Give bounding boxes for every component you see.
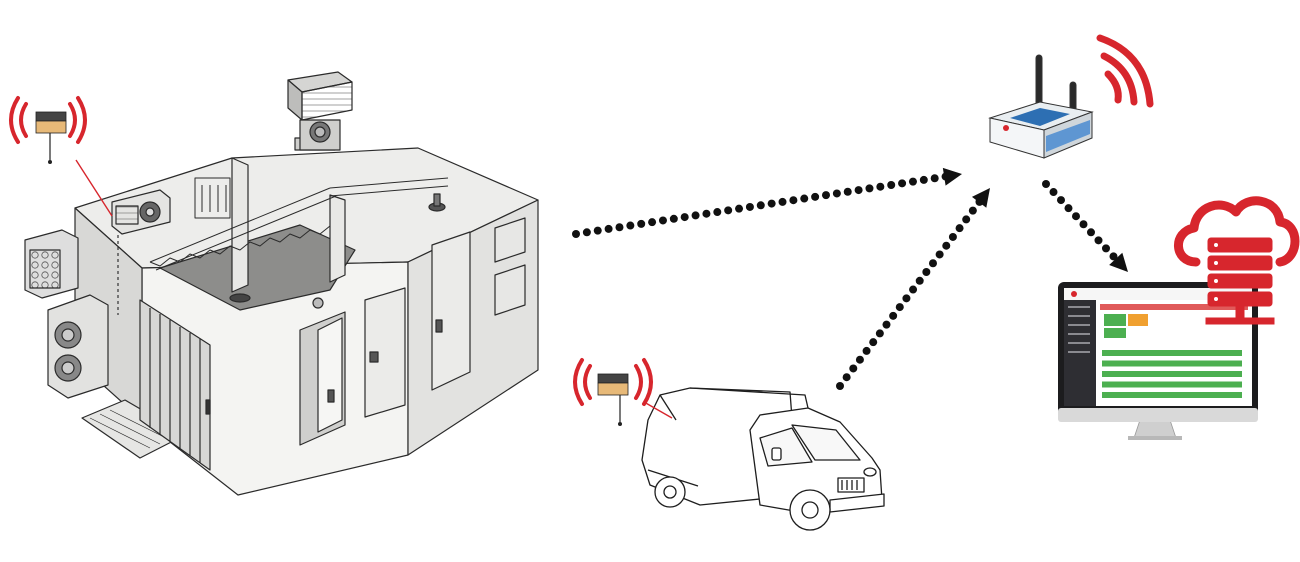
sliding-doors bbox=[139, 299, 211, 471]
arrow-coldroom-to-gateway bbox=[572, 167, 962, 238]
dashboard-tile bbox=[1104, 314, 1126, 326]
roof-condenser-unit bbox=[287, 71, 353, 151]
cold-room bbox=[24, 71, 539, 496]
status-row bbox=[1102, 371, 1242, 377]
sidebar-item bbox=[1068, 324, 1090, 326]
evaporator-unit bbox=[111, 189, 171, 235]
status-row bbox=[1102, 360, 1242, 367]
sensor-van bbox=[573, 358, 673, 426]
large-condenser-fans bbox=[47, 294, 109, 399]
sidebar-item bbox=[1068, 351, 1090, 353]
sensor-pointer-line bbox=[75, 159, 113, 217]
arrow-head bbox=[942, 167, 962, 186]
sidebar-item bbox=[1068, 306, 1090, 308]
monitor bbox=[1058, 282, 1258, 440]
wireless-signal-icon bbox=[573, 358, 653, 406]
sensor-pointer-line bbox=[643, 401, 673, 419]
small-hatches bbox=[494, 217, 526, 316]
small-condenser bbox=[24, 229, 79, 299]
open-door bbox=[299, 311, 346, 446]
status-row bbox=[1102, 350, 1242, 356]
temperature-sensor-icon bbox=[35, 111, 67, 164]
roof-truss bbox=[149, 177, 449, 271]
dashboard-sidebar-items bbox=[1068, 306, 1090, 353]
meat-hooks bbox=[194, 177, 231, 219]
dashboard-tile bbox=[1128, 314, 1148, 326]
temperature-sensor-icon bbox=[597, 373, 629, 426]
arrow-gateway-to-monitor bbox=[1042, 180, 1128, 272]
closed-door bbox=[364, 287, 406, 418]
dashboard-status-rows bbox=[1102, 350, 1242, 398]
dashboard-tile bbox=[1104, 328, 1126, 338]
gateway-wireless-signal-icon bbox=[1096, 34, 1154, 108]
dotted-arrows bbox=[572, 167, 1128, 390]
sidebar-item bbox=[1068, 342, 1090, 344]
sidebar-item bbox=[1068, 333, 1090, 335]
delivery-van bbox=[641, 387, 885, 531]
cloud-server-icon bbox=[1174, 196, 1300, 325]
right-side-door bbox=[431, 231, 471, 391]
arrow-head bbox=[1109, 252, 1128, 272]
sensor-cold-room bbox=[9, 96, 113, 217]
sidebar-item bbox=[1068, 315, 1090, 317]
status-row bbox=[1102, 381, 1242, 388]
wireless-signal-icon bbox=[9, 96, 87, 144]
arrow-head bbox=[971, 188, 990, 208]
status-row bbox=[1102, 392, 1242, 398]
wifi-gateway-icon bbox=[988, 54, 1094, 159]
arrow-van-to-gateway bbox=[836, 188, 990, 390]
